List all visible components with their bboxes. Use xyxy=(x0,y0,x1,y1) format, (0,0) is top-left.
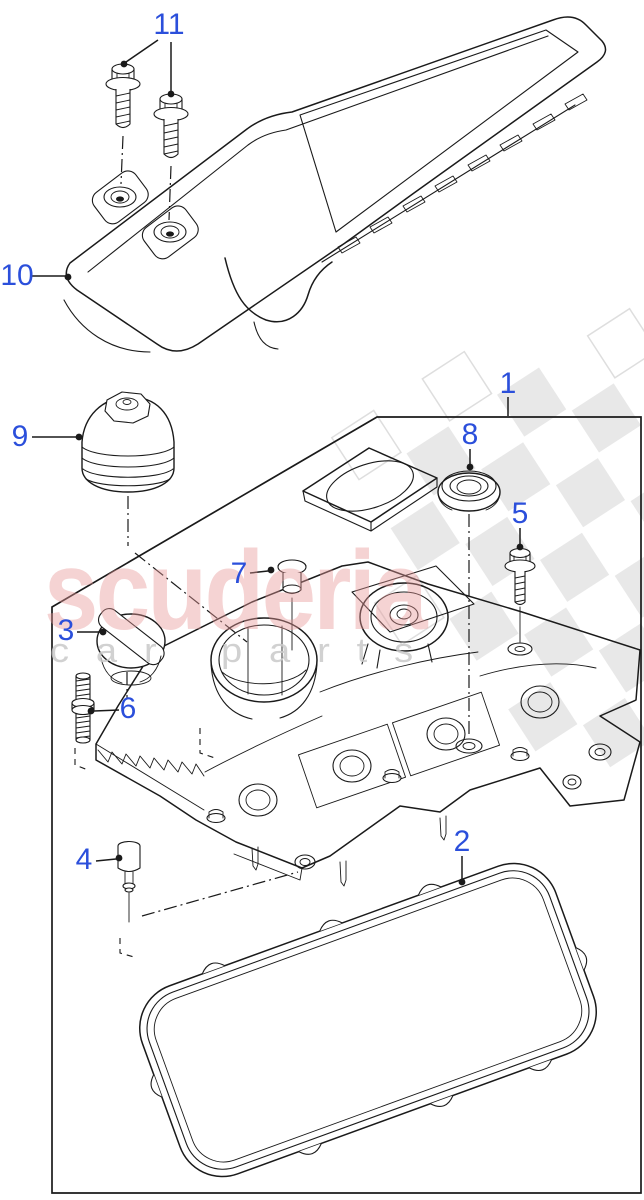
callout-9[interactable]: 9 xyxy=(11,420,29,453)
engine-cover-bolt-a-drawing xyxy=(105,63,141,129)
filler-cap-drawing xyxy=(96,608,166,686)
filter-cap-axis-line xyxy=(127,496,248,643)
watermark: scuderia car parts xyxy=(44,528,440,670)
watermark-subtitle: car parts xyxy=(50,632,440,670)
cover-bolt-drawing xyxy=(504,547,536,643)
cover-ear-bolt xyxy=(206,747,530,824)
callout-1[interactable]: 1 xyxy=(499,367,517,400)
assembly-box xyxy=(51,416,642,1194)
watermark-brand: scuderia xyxy=(44,528,428,653)
callout-5[interactable]: 5 xyxy=(511,497,529,530)
callout-8[interactable]: 8 xyxy=(461,418,479,451)
callout-3[interactable]: 3 xyxy=(57,614,75,647)
callout-7[interactable]: 7 xyxy=(230,557,248,590)
callout-2[interactable]: 2 xyxy=(453,825,471,858)
camshaft-cover-drawing xyxy=(95,447,641,887)
stud-drawing xyxy=(71,672,95,744)
callout-6[interactable]: 6 xyxy=(119,692,137,725)
small-plug-drawing xyxy=(277,559,307,651)
callout-11[interactable]: 11 xyxy=(153,8,185,41)
callout-10[interactable]: 10 xyxy=(0,259,34,292)
hidden-corner-dashes xyxy=(74,728,216,958)
corner-plug-axis-line xyxy=(141,871,299,917)
leader-lines xyxy=(31,39,524,886)
gasket-drawing xyxy=(138,862,598,1178)
corner-plug-drawing xyxy=(117,840,141,923)
bolt-a-axis-line xyxy=(120,135,124,185)
bolt-b-axis-line xyxy=(168,165,172,221)
engine-cover-bolt-b-drawing xyxy=(153,93,189,159)
seal-drawing xyxy=(437,470,501,512)
filter-cap-drawing xyxy=(81,391,175,493)
engine-cover-drawing xyxy=(63,16,607,353)
callout-4[interactable]: 4 xyxy=(75,843,93,876)
